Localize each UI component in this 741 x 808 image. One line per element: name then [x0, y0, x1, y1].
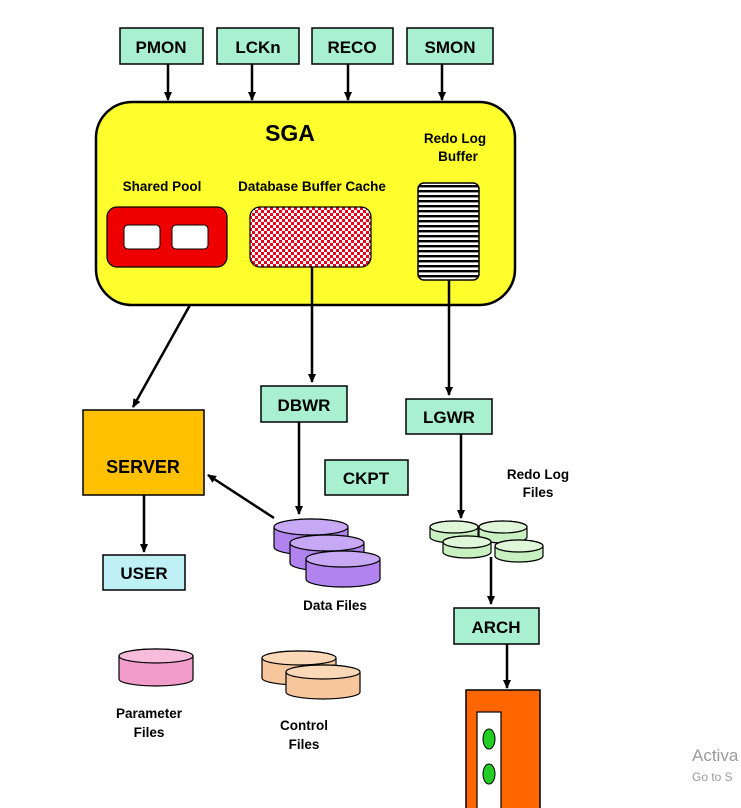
user-label: USER — [120, 564, 167, 583]
server-box: SERVER — [82, 409, 205, 496]
watermark-line-2: Go to S — [692, 770, 733, 784]
parameter-files-label-2: Files — [134, 725, 165, 740]
control-files-label-1: Control — [280, 718, 328, 733]
arch-label: ARCH — [471, 618, 520, 637]
redo-log-buffer — [417, 182, 480, 281]
buffer-cache-label: Database Buffer Cache — [238, 179, 386, 194]
lckn-label: LCKn — [235, 38, 280, 57]
smon-box: SMON — [406, 27, 494, 65]
parameter-files: Parameter Files — [116, 648, 194, 740]
reco-box: RECO — [311, 27, 394, 65]
control-files-label-2: Files — [289, 737, 320, 752]
pmon-label: PMON — [136, 38, 187, 57]
archive-indicator-light — [482, 763, 496, 785]
data-files-label: Data Files — [303, 598, 367, 613]
sga-title: SGA — [265, 120, 315, 146]
ckpt-label: CKPT — [343, 469, 390, 488]
lgwr-box: LGWR — [405, 398, 493, 435]
arrow-datafiles-server — [207, 473, 275, 520]
archive-indicator-light — [482, 728, 496, 750]
ckpt-box: CKPT — [324, 459, 409, 496]
watermark-line-1: Activa — [692, 746, 739, 765]
redo-log-buffer-label-1: Redo Log — [424, 131, 486, 146]
smon-label: SMON — [425, 38, 476, 57]
user-box: USER — [102, 554, 186, 591]
data-files: Data Files — [273, 518, 381, 613]
redo-file-cylinder — [478, 520, 528, 544]
archive-device — [465, 689, 541, 808]
reco-label: RECO — [327, 38, 376, 57]
redo-log-files-label-2: Files — [523, 485, 554, 500]
dbwr-label: DBWR — [278, 396, 331, 415]
redo-log-files-label-1: Redo Log — [507, 467, 569, 482]
redo-file-cylinder — [494, 539, 544, 563]
arch-box: ARCH — [453, 607, 540, 645]
redo-file-cylinder — [442, 535, 492, 559]
lckn-box: LCKn — [216, 27, 300, 65]
redo-log-files: Redo Log Files — [429, 467, 569, 563]
data-file-cylinder — [305, 550, 381, 588]
control-file-cylinder — [285, 664, 361, 700]
pmon-box: PMON — [119, 27, 204, 65]
server-label: SERVER — [106, 457, 180, 477]
parameter-files-label-1: Parameter — [116, 706, 183, 721]
database-buffer-cache — [249, 206, 372, 268]
lgwr-label: LGWR — [423, 408, 475, 427]
control-files: Control Files — [261, 650, 361, 752]
shared-pool-label: Shared Pool — [123, 179, 202, 194]
dbwr-box: DBWR — [260, 385, 348, 423]
redo-log-buffer-label-2: Buffer — [438, 149, 478, 164]
shared-pool — [106, 206, 228, 268]
arrow-sga-server — [131, 304, 192, 408]
sga-region: SGA Shared Pool Database Buffer Cache Re… — [94, 100, 517, 307]
